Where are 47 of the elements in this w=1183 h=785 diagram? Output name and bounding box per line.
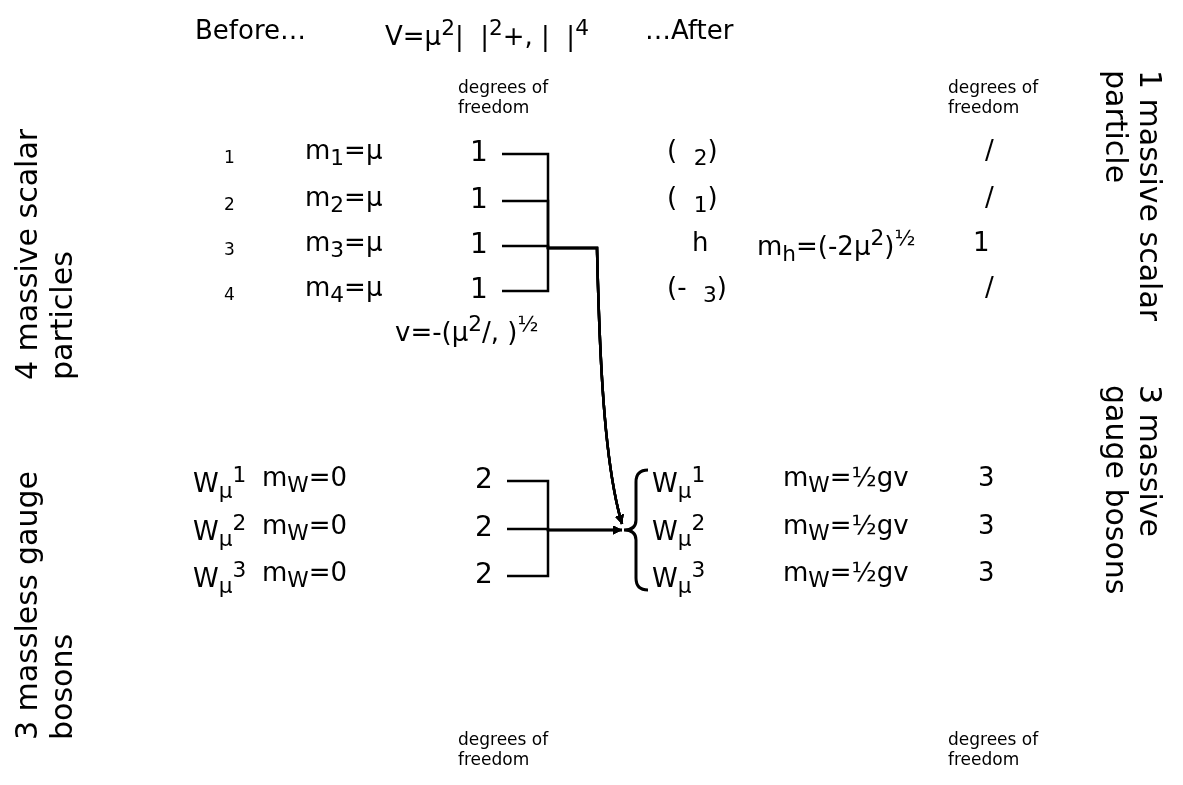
mass-formula: m$_{2}$=μ [305, 183, 383, 219]
mass-formula: m$_{4}$=μ [305, 273, 383, 309]
mass-formula: m$_{3}$=μ [305, 228, 383, 264]
dof-value: 1 [470, 136, 488, 169]
mass-formula: m$_{W}$=0 [262, 558, 348, 594]
mass-formula: m$_{W}$=½gv [783, 558, 909, 594]
dof-value: 2 [475, 558, 493, 591]
mass-formula: m$_{W}$=½gv [783, 511, 909, 547]
dof-value: 1 [470, 273, 488, 306]
dof-value: 1 [973, 228, 990, 258]
row-group-label: 4 massive scalar particles [10, 127, 79, 380]
field-expression: ( $_{1}$) [667, 183, 718, 219]
dof-value: 2 [475, 463, 493, 496]
dof-value: 3 [978, 558, 995, 588]
field-expression: ( $_{2}$) [667, 136, 718, 172]
slash-mark: / [985, 183, 994, 213]
field-index: 1 [224, 148, 235, 168]
column-heading: degrees of freedom [458, 78, 550, 118]
dof-value: 1 [470, 183, 488, 216]
mass-formula: m$_{W}$=½gv [783, 463, 909, 499]
column-heading: degrees of freedom [948, 730, 1040, 770]
mass-formula: m$_{1}$=μ [305, 136, 383, 172]
arrow [507, 525, 622, 578]
vev-formula: v=-(μ$^{2}$/, )$^{½}$ [395, 312, 539, 348]
potential-formula: V=μ$^{2}$| |$^{2}$+, | |$^{4}$ [385, 16, 589, 52]
mass-formula: m$_{W}$=0 [262, 511, 348, 547]
field-index: 3 [224, 240, 235, 260]
row-group-label: 3 massive gauge bosons [1098, 385, 1167, 597]
dof-value: 3 [978, 463, 995, 493]
field-index: 2 [224, 195, 235, 215]
curly-brace [622, 468, 650, 592]
heading-text: …After [645, 16, 734, 46]
field-index: 4 [224, 285, 235, 305]
heading-text: Before… [195, 16, 306, 46]
column-heading: degrees of freedom [458, 730, 550, 770]
mass-formula: m$_{h}$=(-2μ$^{2}$)$^{½}$ [757, 226, 916, 267]
slash-mark: / [985, 136, 994, 166]
field-expression: (- $_{3}$) [667, 273, 727, 309]
row-group-label: 3 massless gauge bosons [10, 469, 79, 740]
slash-mark: / [985, 273, 994, 303]
dof-value: 3 [978, 511, 995, 541]
mass-formula: m$_{W}$=0 [262, 463, 348, 499]
field-name: h [692, 228, 709, 258]
column-heading: degrees of freedom [948, 78, 1040, 118]
dof-value: 1 [470, 228, 488, 261]
row-group-label: 1 massive scalar particle [1098, 70, 1167, 324]
dof-value: 2 [475, 511, 493, 544]
